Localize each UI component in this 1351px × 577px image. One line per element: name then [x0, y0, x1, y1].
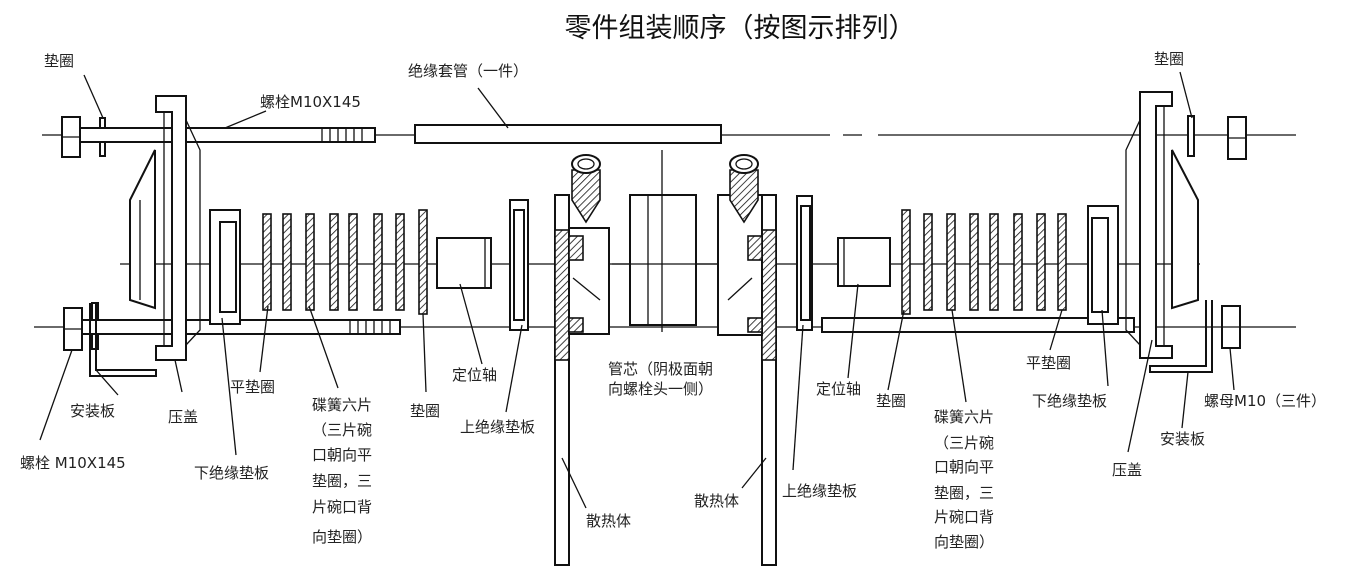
label-flat-washer-left: 平垫圈: [230, 378, 275, 396]
upper-pad-left: [509, 199, 529, 331]
locating-shaft-right: [837, 237, 891, 287]
label-washer-top-right: 垫圈: [1154, 50, 1184, 68]
upper-pad-right: [796, 195, 813, 331]
disc-springs-right: [901, 209, 1067, 315]
label-locating-shaft-left: 定位轴: [452, 366, 497, 384]
lower-pad-right: [1087, 205, 1119, 325]
press-cover-left: [129, 95, 201, 361]
label-upper-pad-right: 上绝缘垫板: [782, 482, 857, 500]
label-lower-pad-right: 下绝缘垫板: [1032, 392, 1107, 410]
label-core-line: 向螺栓头一侧）: [608, 380, 713, 398]
locating-shaft-left: [436, 237, 492, 289]
tube-core: [612, 150, 720, 332]
diagram-title: 零件组装顺序（按图示排列）: [565, 13, 916, 44]
heatsink-right: [717, 154, 777, 566]
label-press-cover-left: 压盖: [168, 408, 198, 426]
label-spring-left-line: 口朝向平: [312, 446, 372, 464]
label-spring-right-line: 碟簧六片: [934, 408, 994, 426]
nut-bottom-right: [1221, 305, 1241, 349]
label-mount-plate-left: 安装板: [70, 402, 115, 420]
label-core: 管芯（阴极面朝 向螺栓头一侧）: [608, 360, 713, 398]
label-bolt-bottom: 螺栓 M10X145: [20, 454, 126, 472]
label-spring-left-line: （三片碗: [312, 421, 372, 439]
label-lower-pad-left: 下绝缘垫板: [194, 464, 269, 482]
label-washer-left: 垫圈: [410, 402, 440, 420]
label-heatsink-left: 散热体: [586, 512, 631, 530]
washer-top-right: [1187, 115, 1195, 157]
label-upper-pad-left: 上绝缘垫板: [460, 418, 535, 436]
label-spring-left-line: 片碗口背: [312, 498, 372, 516]
label-core-line: 管芯（阴极面朝: [608, 360, 713, 378]
label-spring-left: 碟簧六片 （三片碗 口朝向平 垫圈，三 片碗口背 向垫圈）: [312, 396, 372, 546]
label-spring-right-line: 片碗口背: [934, 508, 994, 526]
label-heatsink-right: 散热体: [694, 492, 739, 510]
label-spring-left-line: 向垫圈）: [312, 528, 372, 546]
label-spring-left-line: 碟簧六片: [312, 396, 372, 414]
label-spring-right-line: （三片碗: [934, 434, 994, 452]
heatsink-left: [554, 154, 610, 566]
label-spring-right: 碟簧六片 （三片碗 口朝向平 垫圈，三 片碗口背 向垫圈）: [934, 408, 994, 551]
lower-pad-left: [209, 209, 241, 325]
leader-lines: [39, 71, 1235, 509]
insulation-sleeve: [414, 124, 722, 144]
label-washer-top-left: 垫圈: [44, 52, 74, 70]
bolt-top-left: [61, 116, 376, 158]
disc-springs-left: [262, 209, 428, 315]
label-spring-left-line: 垫圈，三: [312, 472, 372, 490]
press-cover-right: [1125, 91, 1199, 359]
label-spring-right-line: 口朝向平: [934, 458, 994, 476]
label-mount-plate-right: 安装板: [1160, 430, 1205, 448]
label-spring-right-line: 垫圈，三: [934, 484, 994, 502]
label-nut: 螺母M10（三件）: [1204, 392, 1326, 410]
mount-plate-left: [89, 303, 157, 377]
label-sleeve: 绝缘套管（一件）: [408, 62, 528, 80]
label-spring-right-line: 向垫圈）: [934, 533, 994, 551]
nut-top-right: [1227, 116, 1247, 160]
label-press-cover-right: 压盖: [1112, 461, 1142, 479]
label-washer-right: 垫圈: [876, 392, 906, 410]
label-flat-washer-right: 平垫圈: [1026, 354, 1071, 372]
label-locating-shaft-right: 定位轴: [816, 380, 861, 398]
label-bolt-top: 螺栓M10X145: [260, 93, 361, 111]
mount-plate-right: [1149, 300, 1213, 373]
